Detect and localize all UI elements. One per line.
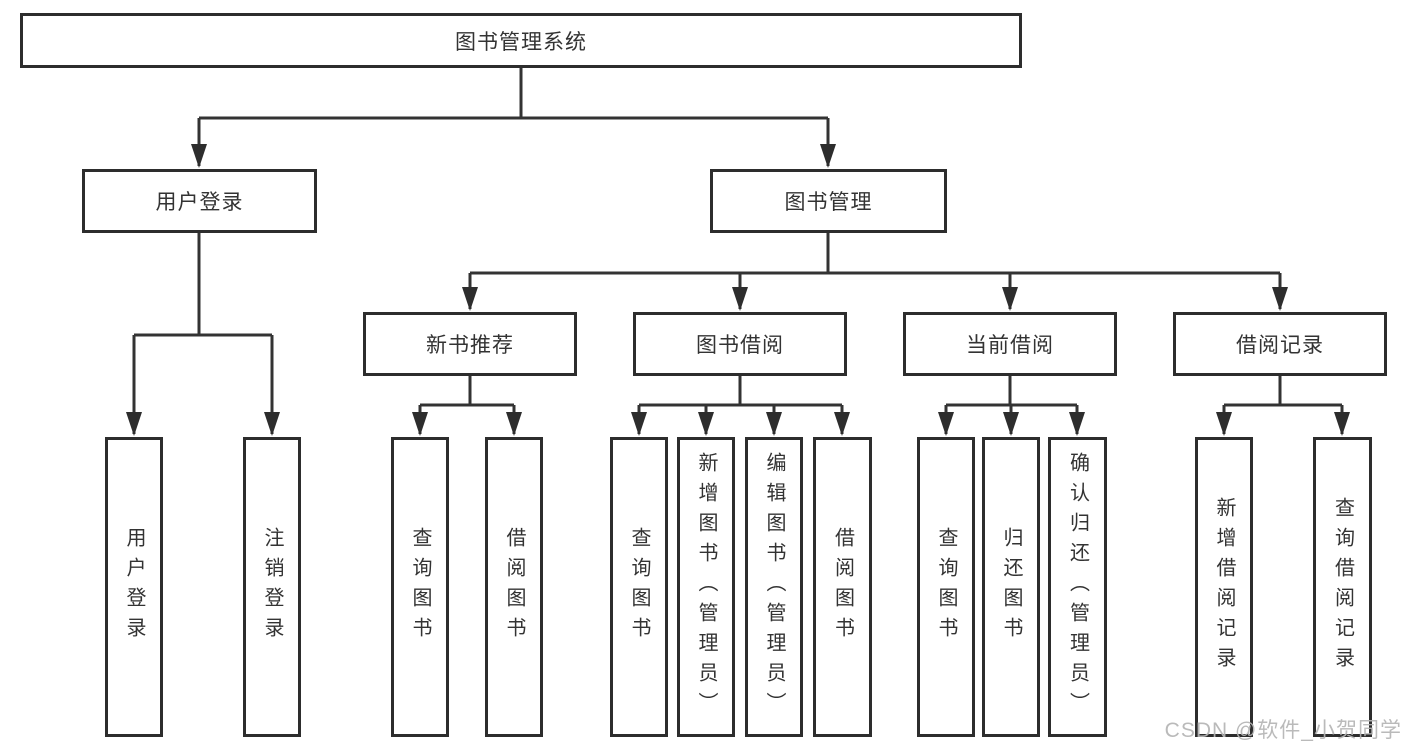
leaf-label: 新增借阅记录 (1213, 497, 1235, 677)
node-label: 借阅记录 (1236, 334, 1324, 357)
node-label: 图书管理系统 (455, 30, 587, 54)
arrowhead-icons (126, 144, 1350, 436)
node-label: 图书管理 (784, 191, 873, 214)
node-book-borrowing: 图书借阅 (633, 312, 847, 376)
leaf-current-confirm-return-admin: 确认归还（管理员） (1048, 437, 1107, 737)
node-new-book-recommend: 新书推荐 (363, 312, 577, 376)
leaf-logout: 注销登录 (243, 437, 301, 737)
node-label: 用户登录 (155, 191, 244, 214)
leaf-label: 查询借阅记录 (1331, 497, 1354, 677)
tree-edges (132, 68, 1344, 434)
leaf-borrow-query-books: 查询图书 (610, 437, 668, 737)
leaf-label: 借阅图书 (503, 527, 525, 647)
leaf-label: 编辑图书（管理员） (763, 452, 785, 722)
leaf-records-add-borrow-record: 新增借阅记录 (1195, 437, 1253, 737)
node-current-borrowing: 当前借阅 (903, 312, 1117, 376)
leaf-borrow-add-books-admin: 新增图书（管理员） (677, 437, 735, 737)
leaf-label: 确认归还（管理员） (1066, 452, 1089, 722)
leaf-label: 查询图书 (409, 527, 431, 647)
leaf-records-query-borrow-record: 查询借阅记录 (1313, 437, 1372, 737)
leaf-newbook-borrow-books: 借阅图书 (485, 437, 543, 737)
leaf-label: 归还图书 (1000, 527, 1022, 647)
node-borrowing-records: 借阅记录 (1173, 312, 1387, 376)
node-label: 新书推荐 (426, 334, 514, 357)
leaf-label: 借阅图书 (831, 527, 854, 647)
node-label: 当前借阅 (966, 334, 1054, 357)
leaf-label: 查询图书 (628, 527, 650, 647)
node-label: 图书借阅 (696, 334, 784, 357)
node-book-management: 图书管理 (710, 169, 947, 233)
leaf-current-return-books: 归还图书 (982, 437, 1040, 737)
watermark: CSDN @软件_小贺同学 (1164, 719, 1402, 742)
node-library-management-system: 图书管理系统 (20, 13, 1022, 68)
leaf-current-query-books: 查询图书 (917, 437, 975, 737)
leaf-user-login: 用户登录 (105, 437, 163, 737)
leaf-borrow-borrow-books: 借阅图书 (813, 437, 872, 737)
node-user-login: 用户登录 (82, 169, 317, 233)
leaf-label: 查询图书 (935, 527, 957, 647)
leaf-label: 注销登录 (261, 527, 283, 647)
leaf-newbook-query-books: 查询图书 (391, 437, 449, 737)
leaf-borrow-edit-books-admin: 编辑图书（管理员） (745, 437, 803, 737)
leaf-label: 新增图书（管理员） (695, 452, 717, 722)
leaf-label: 用户登录 (123, 527, 145, 647)
